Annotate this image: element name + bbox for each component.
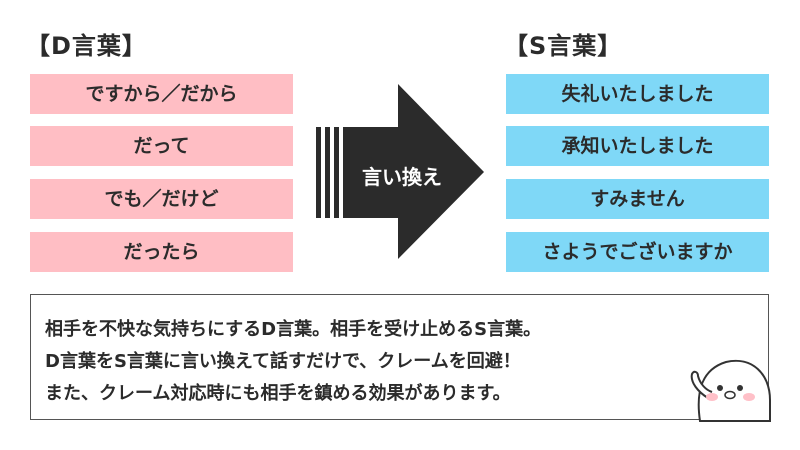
s-word-item-1: 失礼いたしました: [506, 74, 769, 114]
d-word-item-2: だって: [30, 126, 293, 166]
d-words-heading: 【D言葉】: [26, 32, 147, 60]
explanation-line-2: D言葉をS言葉に言い換えて話すだけで、クレームを回避！: [45, 351, 521, 372]
d-word-item-1: ですから／だから: [30, 74, 293, 114]
explanation-box: 相手を不快な気持ちにするD言葉。相手を受け止めるS言葉。 D言葉をS言葉に言い換…: [30, 294, 769, 420]
s-word-item-3: すみません: [506, 179, 769, 219]
s-word-item-4: さようでございますか: [506, 232, 769, 272]
seal-mascot-icon: [690, 359, 771, 422]
explanation-line-3: また、クレーム対応時にも相手を鎮める効果があります。: [45, 383, 511, 404]
s-words-heading: 【S言葉】: [504, 32, 623, 60]
s-word-item-2: 承知いたしました: [506, 126, 769, 166]
d-word-item-4: だったら: [30, 232, 293, 272]
explanation-line-1: 相手を不快な気持ちにするD言葉。相手を受け止めるS言葉。: [45, 319, 542, 340]
arrow-label: 言い換え: [362, 165, 442, 189]
d-word-item-3: でも／だけど: [30, 179, 293, 219]
